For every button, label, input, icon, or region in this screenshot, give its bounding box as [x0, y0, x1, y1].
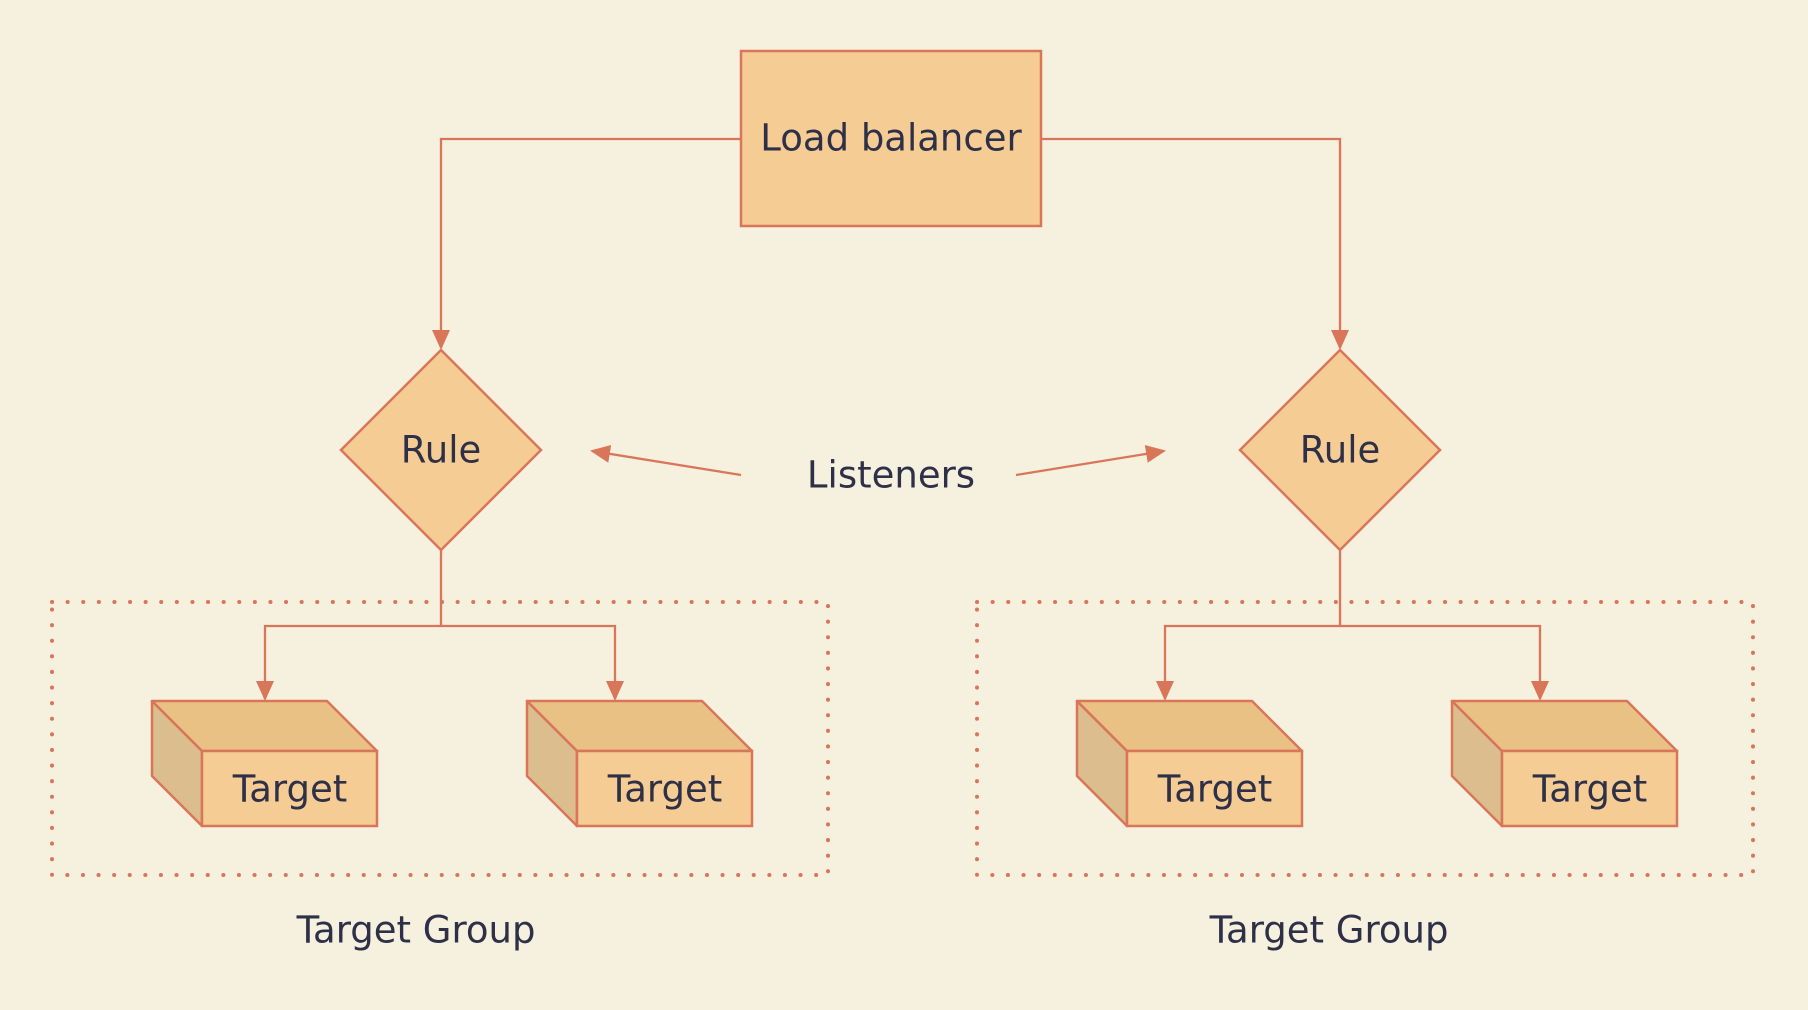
target-label-2: Target	[607, 768, 722, 811]
rule-label-right: Rule	[1300, 429, 1381, 472]
connector-rule-right-to-target-2	[1340, 624, 1549, 701]
target-box-2-front	[575, 749, 754, 828]
target-label-1: Target	[232, 768, 347, 811]
listener-arrow-right	[1015, 444, 1166, 477]
rule-diamond-right	[1238, 348, 1442, 552]
target-group-label-left: Target Group	[296, 909, 536, 952]
listener-arrow-left	[590, 444, 742, 477]
connector-lb-to-rule-left	[432, 137, 741, 350]
rule-diamond-left	[339, 348, 543, 552]
target-group-label-right: Target Group	[1209, 909, 1449, 952]
load-balancer-node: Load balancer	[739, 49, 1043, 228]
target-group-frame-right	[975, 600, 1755, 877]
load-balancer-box	[739, 49, 1043, 228]
target-label-4: Target	[1532, 768, 1647, 811]
connector-rule-left-to-target-2	[441, 624, 624, 701]
target-box-2: Target	[525, 699, 754, 828]
target-box-4-front	[1500, 749, 1679, 828]
target-label-3: Target	[1157, 768, 1272, 811]
target-box-3-front	[1125, 749, 1304, 828]
target-box-3: Target	[1075, 699, 1304, 828]
listeners-label: Listeners	[807, 454, 975, 497]
connector-lb-to-rule-right	[1041, 137, 1349, 350]
target-box-4: Target	[1450, 699, 1679, 828]
target-box-1-front	[200, 749, 379, 828]
connector-rule-left-to-target-1	[256, 624, 441, 701]
target-box-1: Target	[150, 699, 379, 828]
rule-node-right: Rule	[1238, 348, 1442, 552]
connector-rule-right-to-target-1	[1156, 624, 1340, 701]
rule-label-left: Rule	[401, 429, 482, 472]
load-balancer-label: Load balancer	[760, 117, 1022, 160]
rule-node-left: Rule	[339, 348, 543, 552]
